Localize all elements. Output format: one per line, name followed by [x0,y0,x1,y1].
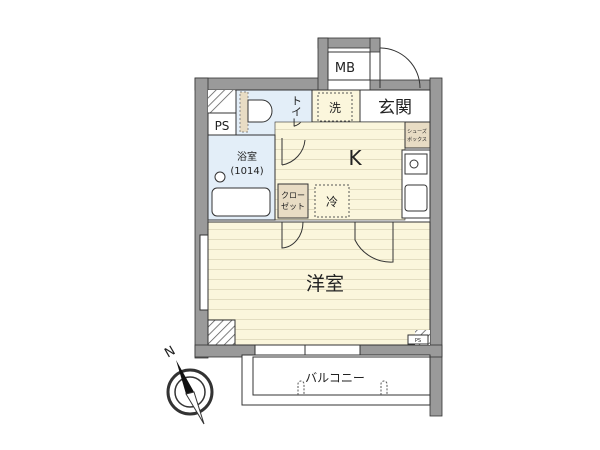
drain-mark [380,380,388,395]
wall-hatch [208,90,235,117]
bath-size-label: (1014) [230,166,263,177]
compass-icon: N [162,344,214,425]
burner-icon [409,159,419,169]
genkan-label: 玄関 [378,98,412,118]
closet-label-1: クロー [281,191,305,200]
shoebox-label-1: シューズ [407,128,427,135]
washer-space [317,92,353,122]
closet [277,183,309,219]
shoebox [404,121,431,149]
balcony-label: バルコニー [305,371,365,385]
fridge-label: 冷 [326,195,338,209]
genkan-area [359,89,431,123]
balcony-window [254,344,361,356]
compass-north-label: N [162,344,178,362]
western-room-label: 洋室 [306,273,344,295]
drain-mark [297,380,305,395]
entrance-door [379,47,421,89]
wall-hatch [207,319,236,346]
closet-label-2: ゼット [281,201,305,211]
ps-bottom-box [407,334,429,345]
bath-label: 浴室 [237,150,257,163]
toilet-icon [247,99,273,123]
mb-box [327,51,371,81]
balcony [241,354,431,406]
balcony-inner [252,356,431,396]
toilet-tank [239,91,249,133]
ps-bottom-label: PS [415,338,421,344]
ps-label: PS [215,119,230,133]
stove-icon [404,153,428,175]
kitchen-label: K [348,146,362,170]
mb-label: MB [335,61,355,76]
toilet-door [281,139,306,166]
room-door-right [354,222,394,263]
wash-label: 洗 [329,101,341,115]
sink-icon [404,184,428,212]
shoebox-label-2: ボックス [407,136,427,143]
window-left [199,234,209,311]
drain-icon [214,171,226,183]
toilet-label: トイレ [290,95,303,128]
room-door-left [281,221,304,249]
fridge-space [314,184,350,218]
bathtub-icon [211,187,271,217]
